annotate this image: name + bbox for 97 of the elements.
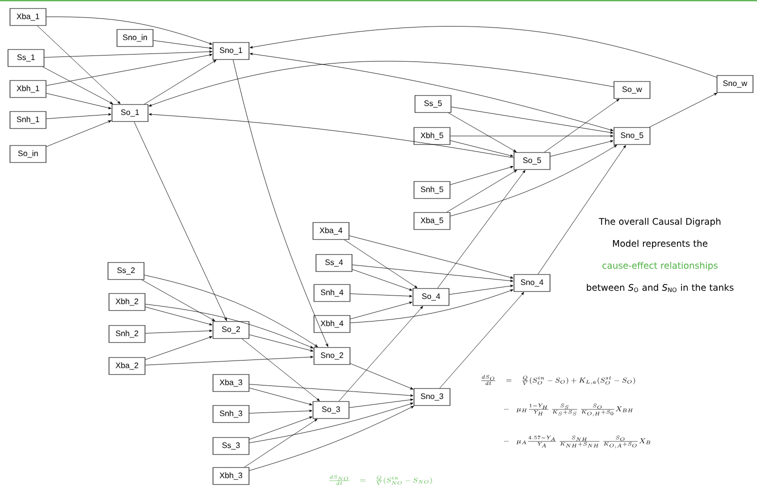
arrow	[450, 134, 614, 138]
arrow	[350, 294, 412, 298]
arrow	[249, 334, 314, 352]
variable-box: Sno_w	[716, 75, 754, 93]
variable-box: Snh_5	[414, 181, 450, 199]
arrow	[249, 402, 414, 444]
arrow	[46, 113, 112, 119]
variable-box: So_3	[312, 401, 350, 419]
arrow	[437, 170, 526, 288]
arrow	[446, 170, 518, 212]
arrow	[37, 26, 120, 104]
variable-box: Sno_in	[116, 29, 154, 47]
arrow	[153, 40, 212, 50]
variable-box: Xbh_5	[414, 127, 450, 145]
variable-box: Xba_5	[414, 212, 450, 230]
variable-box: Xbh_4	[314, 315, 350, 333]
equation-line: $\frac{dS_O}{dt} \quad = \quad \frac{Q}{V}(S_O^{in}-S_O)+K_{L,a}(S_O^{st}-S_O)$	[481, 375, 635, 386]
arrow	[46, 54, 212, 86]
arrow	[350, 289, 514, 324]
variable-box: Sno_4	[514, 274, 550, 292]
arrow	[46, 93, 112, 110]
arrow	[349, 398, 414, 408]
arrow	[148, 61, 614, 106]
arrow	[244, 418, 318, 468]
arrow	[145, 304, 314, 348]
variable-box: Xba_2	[108, 357, 146, 375]
arrow	[242, 338, 320, 402]
arrow	[44, 50, 212, 58]
variable-box: So_4	[412, 288, 450, 306]
arrow	[450, 140, 514, 157]
arrow	[352, 264, 514, 282]
arrow	[46, 120, 112, 147]
arrow	[249, 384, 414, 397]
equation-line: $- \quad \mu_A\frac{4.57-Y_A}{Y_A}\,\frac{S_{NH}}{K_{NH}+S_{NH}}\,\frac{S_O}{K_{O,A}+S_O}X_B$	[504, 436, 650, 448]
arrow	[250, 52, 614, 132]
arrow	[249, 406, 414, 471]
variable-box: Snh_3	[212, 405, 250, 423]
variable-box: Xba_3	[212, 374, 250, 392]
arrow	[249, 416, 312, 440]
arrow	[649, 92, 718, 128]
variable-box: So_w	[614, 81, 650, 99]
arrow	[144, 60, 216, 104]
arrow	[148, 113, 514, 158]
arrow	[145, 306, 212, 326]
arrow	[141, 280, 216, 322]
arrow	[249, 388, 312, 406]
variable-box: Ss_1	[8, 49, 44, 67]
arrow	[451, 106, 614, 134]
variable-box: Xbh_1	[10, 80, 46, 98]
variable-box: Ss_5	[414, 95, 452, 113]
description-text: between S$_{O}$ and S$_{NO}$ in the tanks	[586, 284, 734, 292]
arrow	[250, 26, 717, 78]
arrow	[350, 302, 412, 320]
variable-box: Sno_5	[614, 127, 650, 145]
variable-box: So_5	[514, 152, 550, 170]
highlighted-text: cause-effect relationships	[602, 262, 718, 271]
variable-box: Sno_1	[212, 42, 250, 60]
variable-box: Xba_1	[10, 8, 46, 26]
variable-box: Ss_4	[316, 254, 352, 272]
arrow	[338, 306, 424, 402]
arrow	[42, 66, 114, 104]
arrow	[144, 274, 318, 348]
variable-box: Snh_2	[108, 325, 146, 343]
arrow	[46, 16, 212, 45]
arrow	[450, 166, 514, 185]
variable-box: So_1	[112, 104, 148, 122]
arrow	[349, 236, 514, 279]
equation-line: $\frac{dS_{NO}}{dt} \quad = \quad \frac{Q}{V}(S_{NO}^{in}-S_{NO})$	[329, 475, 432, 486]
arrow	[538, 145, 626, 274]
variable-box: So_2	[212, 321, 250, 339]
arrow	[450, 144, 618, 216]
variable-box: Xbh_2	[108, 293, 146, 311]
variable-box: Sno_2	[314, 347, 350, 365]
arrow	[145, 336, 212, 360]
arrow	[134, 122, 227, 321]
variable-box: Snh_1	[10, 111, 46, 129]
description-text: The overall Causal Digraph Model represents the	[598, 218, 720, 249]
arrow	[550, 140, 614, 157]
variable-box: Ss_2	[108, 262, 144, 280]
variable-box: Snh_4	[314, 284, 350, 302]
equation-line: $- \quad \mu_H\frac{1-Y_H}{Y_H}\,\frac{S_S}{K_S+S_S}\,\frac{S_O}{K_{O,H}+S_0}X_{BH}$	[504, 404, 633, 416]
arrow	[439, 292, 524, 388]
arrow	[145, 356, 314, 366]
arrow	[145, 330, 212, 334]
arrow	[232, 60, 328, 347]
variable-box: Xba_4	[312, 222, 350, 240]
variable-box: Ss_3	[212, 437, 250, 455]
variable-box: So_in	[10, 145, 46, 163]
variable-box: Sno_3	[414, 388, 450, 406]
arrow	[249, 410, 312, 414]
arrow	[544, 98, 620, 152]
variable-box: Xbh_3	[212, 467, 250, 485]
arrow	[350, 363, 414, 390]
arrow	[344, 240, 418, 288]
arrow	[449, 284, 514, 295]
arrow	[352, 269, 412, 291]
arrow	[448, 112, 516, 152]
